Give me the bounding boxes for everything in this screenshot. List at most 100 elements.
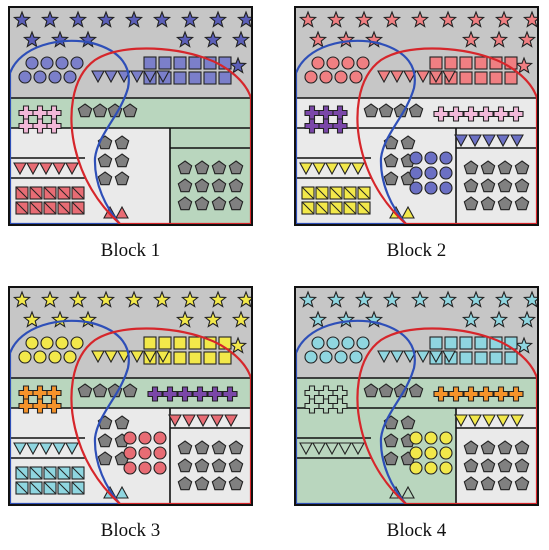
triangle-icon [403,70,417,84]
pentagon-icon [211,440,227,455]
circle-icon [409,151,423,165]
square-icon [188,336,202,350]
block-4-diagram [294,286,539,506]
triangle-icon [299,442,313,456]
pentagon-icon [497,440,513,455]
pentagon-icon [408,383,424,398]
triangle-icon [65,162,79,176]
circle-icon [40,56,54,70]
cross-icon [46,398,62,414]
cross-icon [32,398,48,414]
circle-icon [439,446,453,460]
pentagon-icon [400,415,416,430]
pentagon-icon [122,383,138,398]
star-icon [78,30,98,48]
pentagon-icon [383,451,399,466]
cross-icon [207,386,223,402]
square-icon [203,71,217,85]
pentagon-icon [114,135,130,150]
triangle-icon [312,162,326,176]
circle-icon [311,56,325,70]
square-icon [158,336,172,350]
star-icon [68,10,88,28]
block-3-caption: Block 3 [100,520,161,541]
circle-icon [439,431,453,445]
triangle-icon [429,70,443,84]
triangle-icon [91,70,105,84]
pentagon-icon [97,153,113,168]
triangle-icon [338,442,352,456]
triangle-icon [390,70,404,84]
pentagon-icon [211,196,227,211]
diagonal-line [71,466,85,480]
pentagon-icon [363,103,379,118]
circle-icon [424,166,438,180]
diagonal-line [71,481,85,495]
triangle-icon [429,350,443,364]
triangle-icon [117,70,131,84]
square-icon [444,56,458,70]
square-icon [173,56,187,70]
circle-icon [138,446,152,460]
circle-icon [334,350,348,364]
diagonal-line [29,466,43,480]
triangle-icon [496,134,510,148]
block-2-caption: Block 2 [386,240,447,261]
star-icon [466,10,486,28]
pentagon-icon [497,476,513,491]
square-icon [504,351,518,365]
block-2-svg [296,8,537,224]
cross-icon [478,386,494,402]
star-icon [231,30,251,48]
diagonal-line [57,466,71,480]
triangle-icon [196,414,210,428]
square-icon [444,336,458,350]
triangle-icon [454,414,468,428]
cross-icon [463,106,479,122]
star-icon [514,336,534,354]
pentagon-icon [228,458,244,473]
diagonal-line [29,481,43,495]
star-icon [354,10,374,28]
square-icon [158,56,172,70]
pentagon-icon [177,178,193,193]
circle-icon [25,56,39,70]
star-icon [12,290,32,308]
square-icon [489,351,503,365]
diagonal-line [315,201,329,215]
triangle-icon [338,162,352,176]
star-icon [514,56,534,74]
block-1-caption: Block 1 [100,240,161,261]
pentagon-icon [408,103,424,118]
star-icon [354,290,374,308]
pentagon-icon [177,458,193,473]
star-icon [40,290,60,308]
triangle-icon [454,134,468,148]
star-icon [522,290,537,308]
pentagon-icon [228,476,244,491]
cross-icon [493,106,509,122]
triangle-icon [325,442,339,456]
triangle-icon [52,162,66,176]
cross-icon [433,386,449,402]
diagonal-line [357,186,371,200]
diagonal-line [43,186,57,200]
square-icon [218,71,232,85]
pentagon-icon [463,458,479,473]
circle-icon [326,336,340,350]
square-icon [474,351,488,365]
cross-icon [18,118,34,134]
circle-icon [48,350,62,364]
cross-icon [448,106,464,122]
diagonal-line [15,201,29,215]
circle-icon [18,70,32,84]
triangle-icon [442,350,456,364]
square-icon [459,351,473,365]
cross-icon [318,398,334,414]
square-icon [188,56,202,70]
cross-icon [318,118,334,134]
diagonal-line [301,186,315,200]
star-icon [22,310,42,328]
circle-icon [123,461,137,475]
triangle-icon [130,70,144,84]
